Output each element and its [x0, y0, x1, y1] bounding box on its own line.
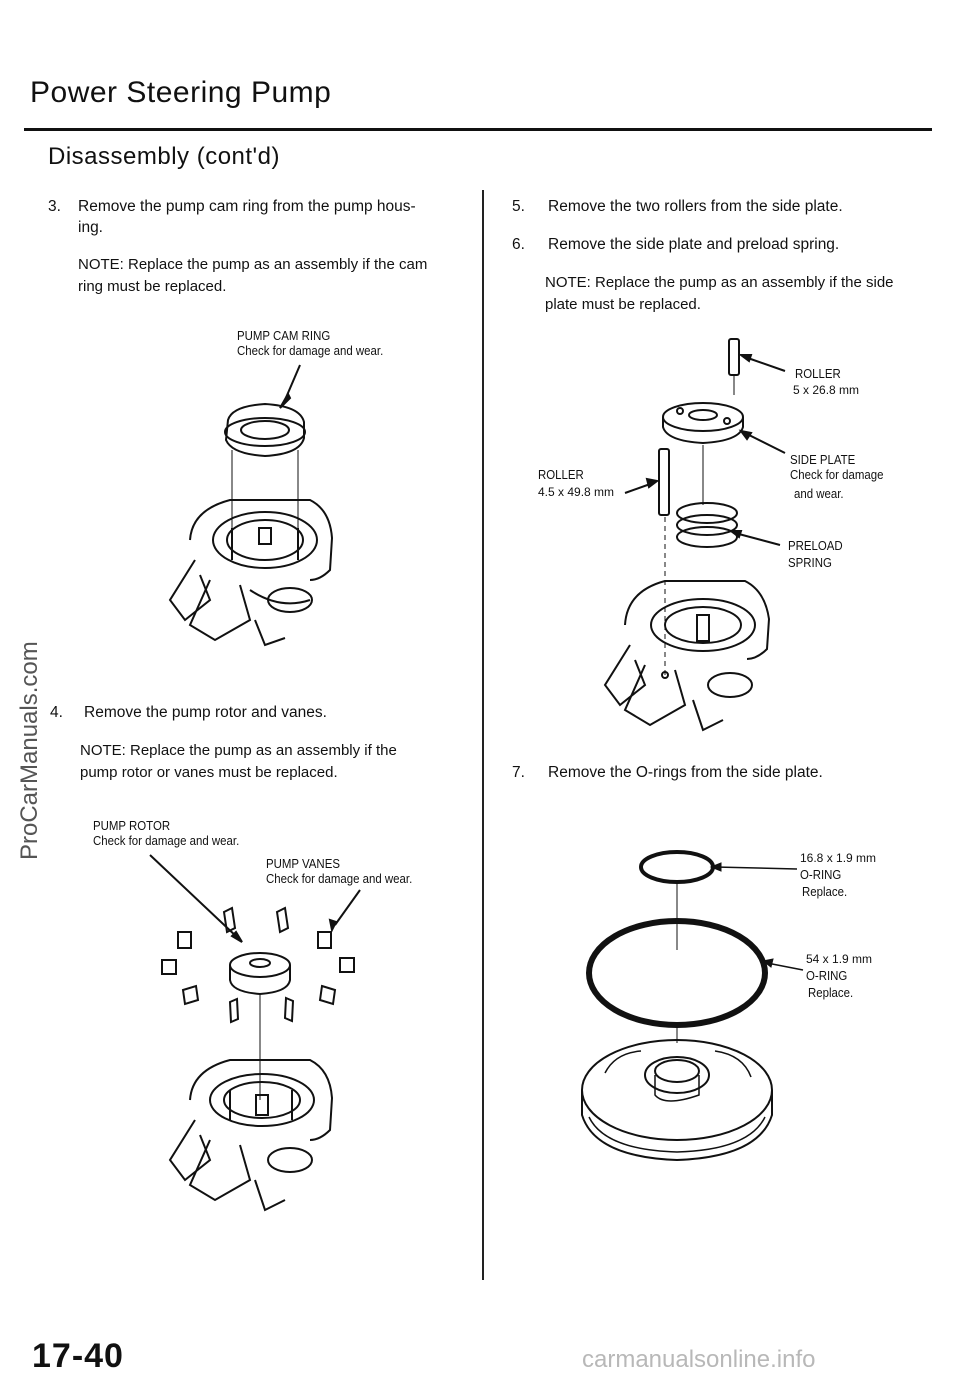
page-title: Power Steering Pump [30, 76, 332, 109]
step-6-number: 6. [512, 236, 525, 253]
side-plate-label: SIDE PLATE [790, 452, 856, 467]
title-rule [24, 128, 932, 131]
oring-large-action: Replace. [808, 985, 854, 1000]
step-5-text: Remove the two rollers from the side pla… [548, 198, 843, 215]
vanes-detail: Check for damage and wear. [266, 871, 413, 886]
step-7-text: Remove the O-rings from the side plate. [548, 764, 823, 781]
oring-small-size: 16.8 x 1.9 mm [800, 851, 877, 865]
side-plate-assembly-illustration [603, 338, 786, 732]
cam-ring-label: PUMP CAM RING [237, 328, 331, 343]
roller-left-size: 4.5 x 49.8 mm [538, 485, 615, 499]
roller-top-label: ROLLER [795, 366, 841, 381]
o-rings-illustration [581, 850, 804, 1162]
oring-small-name: O-RING [800, 867, 842, 882]
step-5-number: 5. [512, 198, 525, 215]
step-3-number: 3. [48, 198, 61, 215]
roller-left-label: ROLLER [538, 467, 584, 482]
side-plate-detail2: and wear. [794, 486, 844, 501]
section-subtitle: Disassembly (cont'd) [48, 143, 280, 170]
watermark-bottom: carmanualsonline.info [582, 1346, 816, 1373]
oring-small-action: Replace. [802, 884, 848, 899]
step-4-text: Remove the pump rotor and vanes. [84, 704, 327, 721]
note-6-line2: plate must be replaced. [545, 296, 701, 313]
preload-label-line2: SPRING [788, 555, 832, 570]
rotor-detail: Check for damage and wear. [93, 833, 240, 848]
oring-large-name: O-RING [806, 968, 848, 983]
preload-label: PRELOAD [788, 538, 843, 553]
note-4-line2: pump rotor or vanes must be replaced. [80, 764, 338, 781]
step-6-text: Remove the side plate and preload spring… [548, 236, 840, 253]
note-6-line1: NOTE: Replace the pump as an assembly if… [545, 274, 894, 291]
step-4-number: 4. [50, 704, 63, 721]
pump-cam-ring-illustration [168, 364, 334, 647]
oring-large-size: 54 x 1.9 mm [806, 952, 873, 966]
page-number: 17-40 [32, 1337, 124, 1375]
rotor-label: PUMP ROTOR [93, 818, 171, 833]
watermark-side: ProCarManuals.com [16, 641, 43, 860]
column-divider [482, 190, 484, 1280]
step-7-number: 7. [512, 764, 525, 781]
cam-ring-detail: Check for damage and wear. [237, 343, 384, 358]
pump-rotor-vanes-illustration [149, 854, 361, 1212]
note-3-line1: NOTE: Replace the pump as an assembly if… [78, 256, 428, 273]
step-3-text: Remove the pump cam ring from the pump h… [78, 198, 416, 215]
step-3-text-cont: ing. [78, 219, 103, 236]
roller-top-size: 5 x 26.8 mm [793, 383, 860, 397]
side-plate-detail1: Check for damage [790, 467, 884, 482]
note-3-line2: ring must be replaced. [78, 278, 227, 295]
note-4-line1: NOTE: Replace the pump as an assembly if… [80, 742, 397, 759]
vanes-label: PUMP VANES [266, 856, 340, 871]
